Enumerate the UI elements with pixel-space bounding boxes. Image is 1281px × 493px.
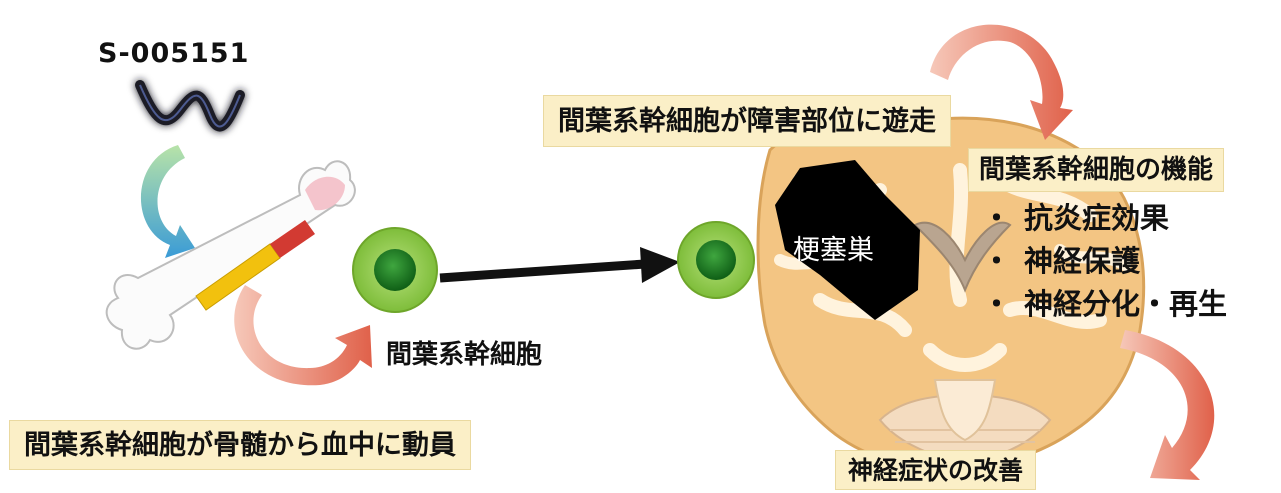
migration-arrow [930,24,1073,141]
bone-icon [105,160,356,350]
transport-arrow [439,247,680,283]
mobilize-arrow [234,285,372,386]
msc-label: 間葉系幹細胞 [386,340,543,370]
mobilize-label: 間葉系幹細胞が骨髄から血中に動員 [9,420,471,470]
infarct-label: 梗塞巣 [793,235,874,266]
migrate-label: 間葉系幹細胞が障害部位に遊走 [543,95,951,147]
drug-name: S-005151 [98,38,250,69]
function-item: ・神経分化・再生 [982,287,1228,321]
drug-to-bone-arrow [140,145,195,258]
stem-cell-icon [352,227,438,313]
outcome-arrow [1120,330,1215,480]
stem-cell-icon [677,221,755,299]
wavy-line-icon [135,80,245,132]
function-title: 間葉系幹細胞の機能 [968,148,1225,192]
outcome-label: 神経症状の改善 [835,450,1037,490]
function-list: ・抗炎症効果 ・神経保護 ・神経分化・再生 [982,204,1227,333]
infarct-region [775,160,920,320]
function-item: ・神経保護 [982,244,1141,278]
function-item: ・抗炎症効果 [982,201,1170,235]
